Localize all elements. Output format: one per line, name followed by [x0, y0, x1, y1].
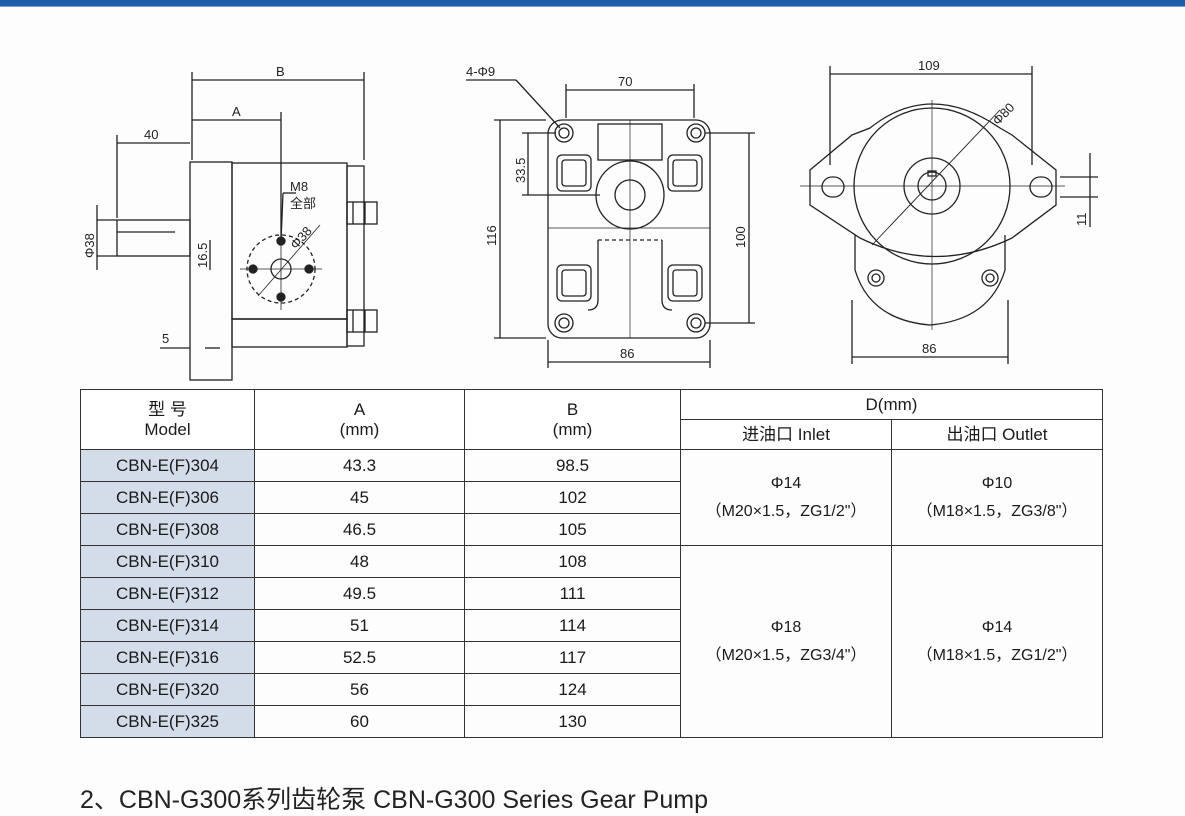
header-model-cn: 型 号 — [148, 399, 187, 419]
bolt-circle-label: Φ38 — [287, 224, 315, 252]
flange-outline — [809, 103, 1057, 258]
model-cell: CBN-E(F)304 — [80, 449, 255, 482]
a-cell: 45 — [254, 481, 465, 514]
b-cell: 105 — [464, 513, 681, 546]
dim-86-flange-label: 86 — [922, 341, 936, 356]
a-cell: 48 — [254, 545, 465, 578]
header-inlet: 进油口 Inlet — [680, 419, 892, 450]
a-cell: 43.3 — [254, 449, 465, 482]
model-cell: CBN-E(F)316 — [80, 641, 255, 674]
model-cell: CBN-E(F)310 — [80, 545, 255, 578]
pump-body-lower — [231, 318, 348, 348]
thread-note: 全部 — [290, 196, 316, 211]
dim-70-label: 70 — [618, 74, 632, 89]
model-cell: CBN-E(F)308 — [80, 513, 255, 546]
inlet-size: Φ14 — [770, 474, 802, 492]
a-cell: 51 — [254, 609, 465, 642]
b-cell: 102 — [464, 481, 681, 514]
model-cell: CBN-E(F)325 — [80, 705, 255, 738]
header-a-label: A — [353, 399, 366, 419]
flange-lower — [854, 235, 1006, 326]
dim-40-label: 40 — [144, 127, 158, 142]
bolt-head-lower — [346, 309, 378, 333]
header-a: A (mm) — [254, 389, 465, 450]
a-cell: 49.5 — [254, 577, 465, 610]
header-d: D(mm) — [680, 389, 1103, 420]
a-cell: 60 — [254, 705, 465, 738]
b-cell: 98.5 — [464, 449, 681, 482]
front-view — [466, 79, 755, 368]
inlet-size: Φ18 — [770, 618, 802, 636]
dim-16-5-label: 16.5 — [195, 243, 210, 268]
side-view — [96, 72, 378, 381]
dim-100-label: 100 — [733, 226, 748, 248]
a-cell: 46.5 — [254, 513, 465, 546]
a-cell: 52.5 — [254, 641, 465, 674]
flange-view — [800, 66, 1098, 364]
dim-11-label: 11 — [1074, 213, 1089, 227]
mount-flange — [189, 161, 233, 381]
b-cell: 108 — [464, 545, 681, 578]
dim-86-front-label: 86 — [620, 346, 634, 361]
inlet-group1: Φ14 （M20×1.5，ZG1/2"） — [680, 449, 892, 546]
dim-phi38-label: Φ38 — [82, 233, 97, 258]
table-row: CBN-E(F)304 43.3 98.5 Φ14 （M20×1.5，ZG1/2… — [80, 449, 1103, 546]
shaft — [116, 219, 191, 257]
header-a-unit: (mm) — [339, 419, 380, 439]
technical-drawing: B A 40 Φ38 16.5 5 M8 全部 Φ38 — [82, 58, 1098, 381]
header-b-label: B — [566, 399, 579, 419]
inlet-thread: （M20×1.5，ZG1/2"） — [705, 502, 867, 520]
model-cell: CBN-E(F)312 — [80, 577, 255, 610]
table-row: CBN-E(F)306 45 102 — [80, 481, 1103, 514]
outlet-thread: （M18×1.5，ZG1/2"） — [916, 646, 1078, 664]
b-cell: 124 — [464, 673, 681, 706]
front-plate — [547, 119, 711, 339]
top-accent-line — [0, 6, 1185, 7]
inlet-thread: （M20×1.5，ZG3/4"） — [705, 646, 867, 664]
b-cell: 111 — [464, 577, 681, 610]
bolt-head-upper — [346, 201, 378, 225]
spec-table: 型 号 Model A (mm) B (mm) D(mm) 进油口 Inlet … — [80, 389, 1103, 738]
section-title: 2、CBN-G300系列齿轮泵 CBN-G300 Series Gear Pum… — [80, 786, 708, 814]
dim-A-label: A — [232, 104, 241, 119]
header-b: B (mm) — [464, 389, 681, 450]
dim-33-5-label: 33.5 — [513, 158, 528, 183]
header-outlet: 出油口 Outlet — [891, 419, 1103, 450]
thread-label: M8 — [290, 179, 308, 194]
table-row: CBN-E(F)312 49.5 111 — [80, 577, 1103, 610]
header-model: 型 号 Model — [80, 389, 255, 450]
outlet-group2: Φ14 （M18×1.5，ZG1/2"） — [891, 545, 1103, 738]
a-cell: 56 — [254, 673, 465, 706]
model-cell: CBN-E(F)306 — [80, 481, 255, 514]
dim-116-label: 116 — [484, 225, 499, 246]
rear-cover — [346, 165, 365, 347]
dim-5-label: 5 — [162, 331, 169, 346]
table-row: CBN-E(F)325 60 130 — [80, 705, 1103, 738]
header-model-en: Model — [144, 419, 191, 439]
outlet-size: Φ14 — [981, 618, 1013, 636]
slot-left — [821, 176, 845, 198]
outlet-group1: Φ10 （M18×1.5，ZG3/8"） — [891, 449, 1103, 546]
model-cell: CBN-E(F)314 — [80, 609, 255, 642]
inlet-group2: Φ18 （M20×1.5，ZG3/4"） — [680, 545, 892, 738]
top-accent-bar — [0, 0, 1185, 6]
b-cell: 130 — [464, 705, 681, 738]
holes-label: 4-Φ9 — [466, 64, 495, 79]
b-cell: 114 — [464, 609, 681, 642]
b-cell: 117 — [464, 641, 681, 674]
dim-109-label: 109 — [918, 58, 940, 73]
slot-right — [1029, 176, 1053, 198]
model-cell: CBN-E(F)320 — [80, 673, 255, 706]
header-b-unit: (mm) — [552, 419, 593, 439]
dim-B-label: B — [276, 64, 285, 79]
outlet-size: Φ10 — [981, 474, 1013, 492]
outlet-thread: （M18×1.5，ZG3/8"） — [916, 502, 1078, 520]
table-row: CBN-E(F)310 48 108 Φ18 （M20×1.5，ZG3/4"） … — [80, 545, 1103, 738]
